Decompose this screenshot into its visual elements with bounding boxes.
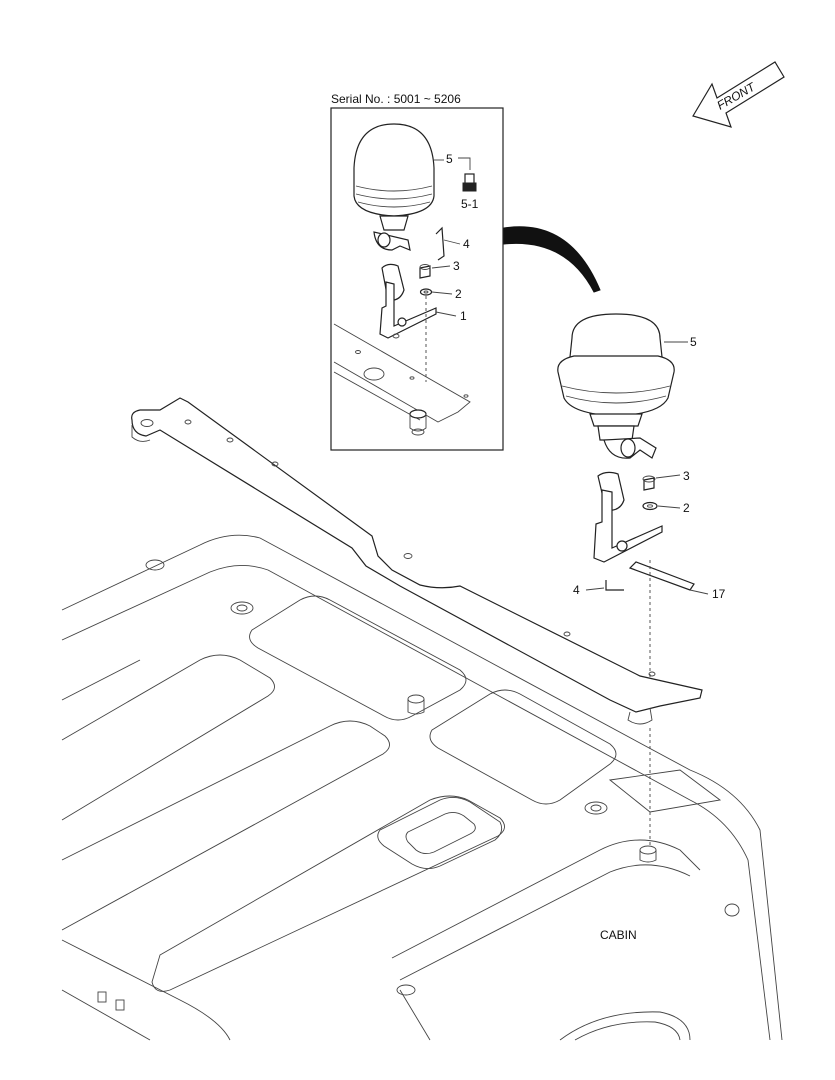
beacon-lamp-main (557, 313, 675, 459)
callout-inset-2: 2 (455, 287, 462, 301)
callout-main-4: 4 (573, 583, 580, 597)
connector-arrow (503, 226, 601, 293)
serial-label: Serial No. : 5001 ~ 5206 (331, 92, 461, 106)
cabin-label: CABIN (600, 928, 637, 942)
main-leaders (585, 341, 709, 846)
callout-inset-5: 5 (446, 152, 453, 166)
mounting-bracket (131, 397, 703, 725)
bracket-mount-main (593, 471, 695, 591)
serial-inset: Serial No. : 5001 ~ 5206 (330, 92, 504, 451)
callout-main-17: 17 (712, 587, 726, 601)
callout-main-5: 5 (690, 335, 697, 349)
callout-inset-4: 4 (463, 237, 470, 251)
callout-main-2: 2 (683, 501, 690, 515)
callout-inset-5-1: 5-1 (461, 197, 479, 211)
callout-inset-1: 1 (460, 309, 467, 323)
callout-inset-3: 3 (453, 259, 460, 273)
cabin-roof (61, 534, 783, 1041)
front-arrow: FRONT (692, 61, 785, 128)
callout-main-3: 3 (683, 469, 690, 483)
